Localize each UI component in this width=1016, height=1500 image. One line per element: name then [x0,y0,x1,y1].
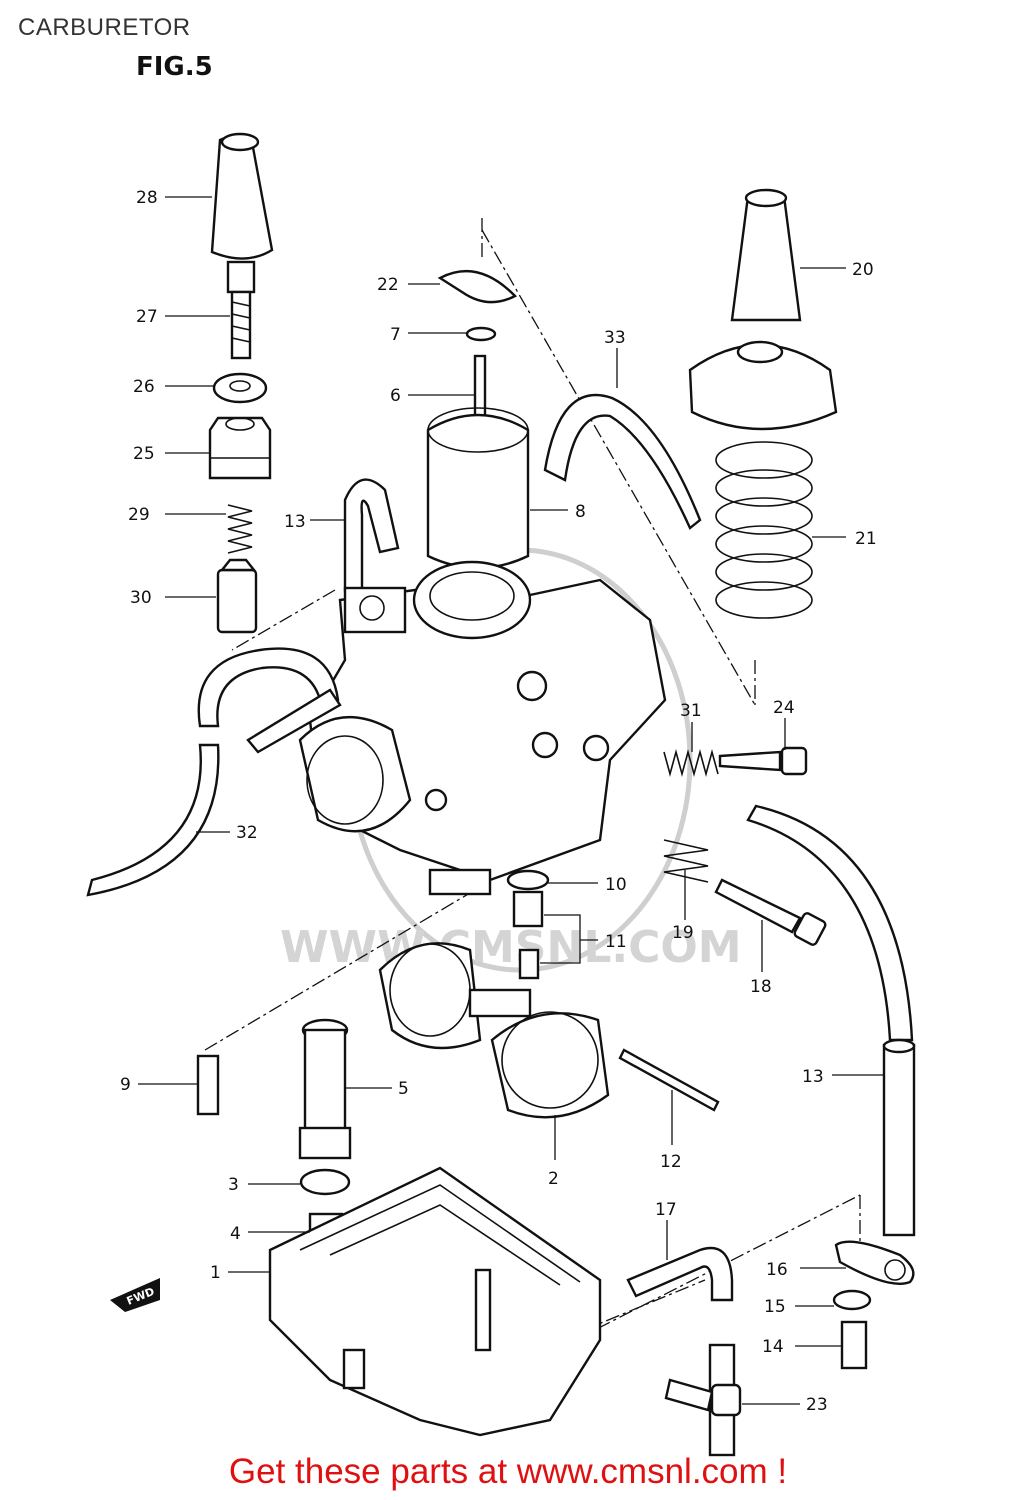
carburetor-body [298,560,667,896]
part-29-spring [227,504,253,554]
part-30-plunger [216,558,258,634]
label-7: 7 [390,325,401,345]
part-10-washer [506,869,550,891]
label-28: 28 [136,188,158,208]
label-17: 17 [655,1200,677,1220]
label-14: 14 [762,1337,784,1357]
part-2-float [378,942,610,1119]
label-11: 11 [605,932,627,952]
label-3: 3 [228,1175,239,1195]
label-15: 15 [764,1297,786,1317]
label-21: 21 [855,529,877,549]
label-31: 31 [680,701,702,721]
part-1-float-chamber [268,1166,602,1437]
label-27: 27 [136,307,158,327]
label-26: 26 [133,377,155,397]
part-13-upper-tube [343,478,400,592]
label-33: 33 [604,328,626,348]
part-25-cap-nut [208,416,272,480]
part-31-spring [663,748,719,778]
part-21-spring [715,441,813,619]
part-33-tube [543,393,702,530]
part-12-pin [618,1048,720,1112]
figure-number: FIG.5 [136,52,213,82]
watermark-text: WWW.CMSNL.COM [280,922,742,973]
label-22: 22 [377,275,399,295]
leader-lines [138,196,884,1405]
label-23: 23 [806,1395,828,1415]
page-title: CARBURETOR [18,14,191,41]
part-16-plate [834,1240,915,1285]
label-18: 18 [750,977,772,997]
label-13-upper: 13 [284,512,306,532]
part-14-screw [840,1320,868,1370]
label-8: 8 [575,502,586,522]
label-24: 24 [773,698,795,718]
part-27-adjuster [226,260,256,360]
part-labels: 28 27 26 25 29 30 22 7 6 8 13 20 21 33 3… [120,188,877,1415]
label-4: 4 [230,1224,241,1244]
part-9-jet [196,1054,220,1116]
promo-footer-link[interactable]: Get these parts at www.cmsnl.com ! [228,1452,788,1491]
part-5-holder [298,1018,352,1160]
part-19-spring [663,839,709,883]
label-12: 12 [660,1152,682,1172]
label-25: 25 [133,444,155,464]
label-6: 6 [390,386,401,406]
label-19: 19 [672,923,694,943]
label-2: 2 [548,1169,559,1189]
forward-direction-badge: FWD [110,1278,160,1312]
part-28-cap [210,132,274,260]
part-7-e-ring [465,326,497,342]
label-32: 32 [236,823,258,843]
part-3-washer [299,1168,351,1196]
part-26-nut [212,372,268,404]
part-22-clip [437,270,517,304]
part-15-washer [832,1289,872,1311]
label-30: 30 [130,588,152,608]
part-11-jet [512,890,544,980]
label-5: 5 [398,1079,409,1099]
label-9: 9 [120,1075,131,1095]
label-29: 29 [128,505,150,525]
label-16: 16 [766,1260,788,1280]
label-20: 20 [852,260,874,280]
part-8-throttle-valve [426,407,530,570]
part-24-screw [718,746,808,776]
part-23-screw [664,1378,742,1417]
label-13-right: 13 [802,1067,824,1087]
label-10: 10 [605,875,627,895]
part-13-right-tube [746,804,916,1237]
part-20-cap [688,188,838,431]
label-1: 1 [210,1263,221,1283]
part-18-screw [714,878,827,946]
part-17-hose [626,1246,736,1457]
part-32-hose [86,647,342,897]
